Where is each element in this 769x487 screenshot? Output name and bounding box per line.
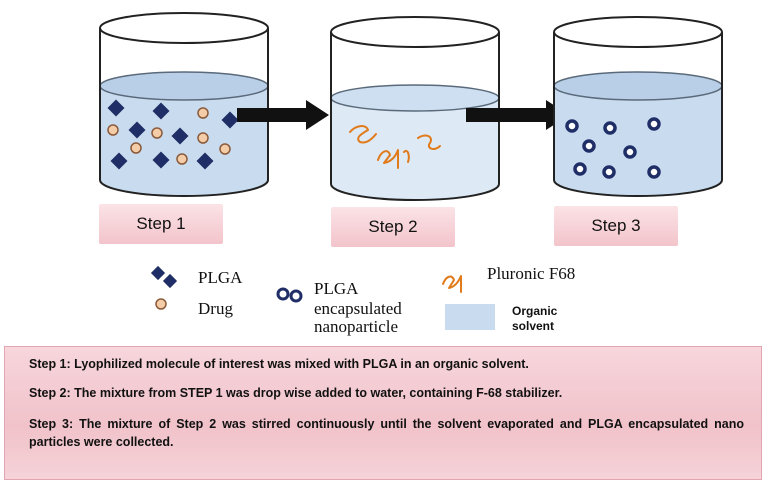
- legend-plga-icon: [150, 265, 166, 281]
- liquid-surface: [553, 71, 723, 101]
- pluronic-squiggle: [377, 149, 399, 169]
- beaker-base: [330, 183, 500, 201]
- description-step-1: Step 1: Lyophilized molecule of interest…: [29, 357, 529, 371]
- drug-particle: [197, 132, 209, 144]
- beaker-base: [553, 179, 723, 197]
- nanoparticle: [582, 139, 596, 153]
- water-liquid: [331, 98, 499, 200]
- legend-organic-label-line2: solvent: [512, 319, 555, 333]
- legend-drug-icon: [155, 298, 167, 310]
- drug-particle: [176, 153, 188, 165]
- drug-particle: [151, 127, 163, 139]
- plga-diamond: [107, 99, 125, 117]
- nanoparticle: [647, 165, 661, 179]
- nanoparticle: [573, 162, 587, 176]
- pluronic-squiggle: [417, 134, 441, 150]
- beaker-rim: [553, 16, 723, 48]
- beaker-base: [99, 179, 269, 197]
- legend-plga-icon: [162, 273, 178, 289]
- legend-plga-label: PLGA: [198, 268, 243, 287]
- legend-nanoparticle-label-line2: encapsulated: [314, 299, 402, 318]
- legend-pluronic-label: Pluronic F68: [487, 264, 576, 283]
- description-step-3: Step 3: The mixture of Step 2 was stirre…: [29, 417, 744, 449]
- legend-nanoparticle-label-line3: nanoparticle: [314, 317, 399, 336]
- beaker-rim: [99, 12, 269, 44]
- drug-particle: [197, 107, 209, 119]
- liquid-surface: [330, 84, 500, 112]
- legend-markers: [150, 265, 495, 330]
- arrow-step1-to-step2: [237, 100, 329, 130]
- nanoparticle: [647, 117, 661, 131]
- drug-particle: [219, 143, 231, 155]
- liquid-surface: [99, 71, 269, 101]
- nanoparticle: [623, 145, 637, 159]
- solvent-liquid: [100, 86, 268, 196]
- pluronic-squiggle: [403, 150, 410, 163]
- legend-organic-label-line1: Organic: [512, 304, 558, 318]
- description-panel: Step 1: Lyophilized molecule of interest…: [4, 346, 762, 480]
- beaker-rim: [330, 16, 500, 48]
- beaker-step-2: [330, 16, 500, 201]
- step-1-label: Step 1: [99, 204, 223, 244]
- legend-drug-label: Drug: [198, 299, 233, 318]
- legend-nanoparticle-icon: [276, 287, 290, 301]
- nanoparticle: [565, 119, 579, 133]
- drug-particle: [130, 142, 142, 154]
- pluronic-squiggle: [349, 125, 377, 144]
- step-2-label: Step 2: [331, 207, 455, 247]
- drug-particle: [107, 124, 119, 136]
- legend-nanoparticle-icon: [289, 289, 303, 303]
- legend-pluronic-icon: [442, 275, 462, 293]
- legend-organic-solvent-swatch: [445, 304, 495, 330]
- beaker-step-3: [553, 16, 723, 197]
- legend-nanoparticle-label-line1: PLGA: [314, 279, 359, 298]
- beaker-step-1: [99, 12, 269, 197]
- step-3-label: Step 3: [554, 206, 678, 246]
- description-step-2: Step 2: The mixture from STEP 1 was drop…: [29, 386, 563, 400]
- nanoparticle: [602, 165, 616, 179]
- solvent-liquid: [554, 86, 722, 196]
- nanoparticle: [603, 121, 617, 135]
